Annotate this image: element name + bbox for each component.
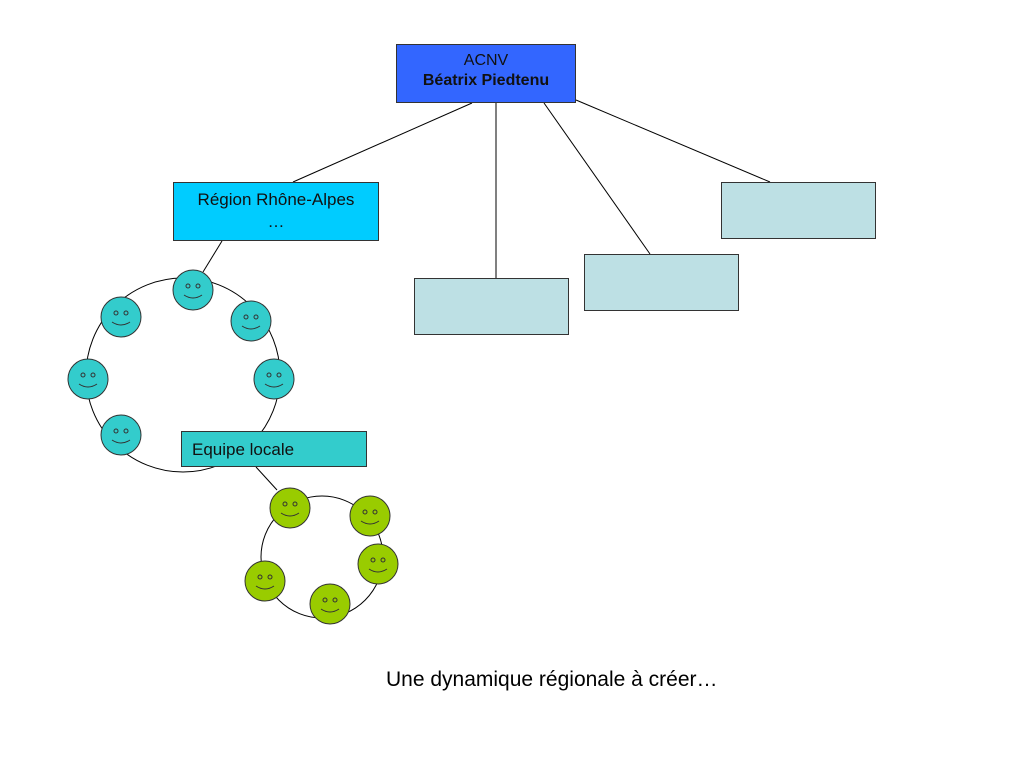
caption-text: Une dynamique régionale à créer… <box>386 668 718 691</box>
local-team-box[interactable]: Equipe locale <box>181 431 367 467</box>
smiley-face-icon <box>309 583 351 625</box>
top-org-person: Béatrix Piedtenu <box>422 72 550 89</box>
smiley-face-icon <box>253 358 295 400</box>
local-team-label: Equipe locale <box>192 440 295 459</box>
faces-layer <box>67 269 399 625</box>
region-name: Région Rhône-Alpes <box>197 190 355 209</box>
connector-top-to-box-3 <box>575 99 771 183</box>
top-org-name: ACNV <box>463 52 509 69</box>
smiley-face-icon <box>357 543 399 585</box>
region-box[interactable]: Région Rhône-Alpes … <box>173 182 379 241</box>
smiley-face-icon <box>349 495 391 537</box>
connector-top-to-region <box>292 102 473 183</box>
smiley-face-icon <box>269 487 311 529</box>
smiley-face-icon <box>67 358 109 400</box>
connector-local-to-group <box>255 466 278 491</box>
connectors <box>202 99 771 491</box>
connector-region-to-group <box>202 240 223 273</box>
empty-box-3[interactable] <box>721 182 876 239</box>
connector-top-to-box-2 <box>543 102 651 255</box>
region-ellipsis: … <box>267 212 285 231</box>
smiley-face-icon <box>100 296 142 338</box>
top-org-box[interactable]: ACNV Béatrix Piedtenu <box>396 44 576 103</box>
smiley-face-icon <box>230 300 272 342</box>
smiley-face-icon <box>172 269 214 311</box>
smiley-face-icon <box>244 560 286 602</box>
empty-box-2[interactable] <box>584 254 739 311</box>
empty-box-1[interactable] <box>414 278 569 335</box>
smiley-face-icon <box>100 414 142 456</box>
